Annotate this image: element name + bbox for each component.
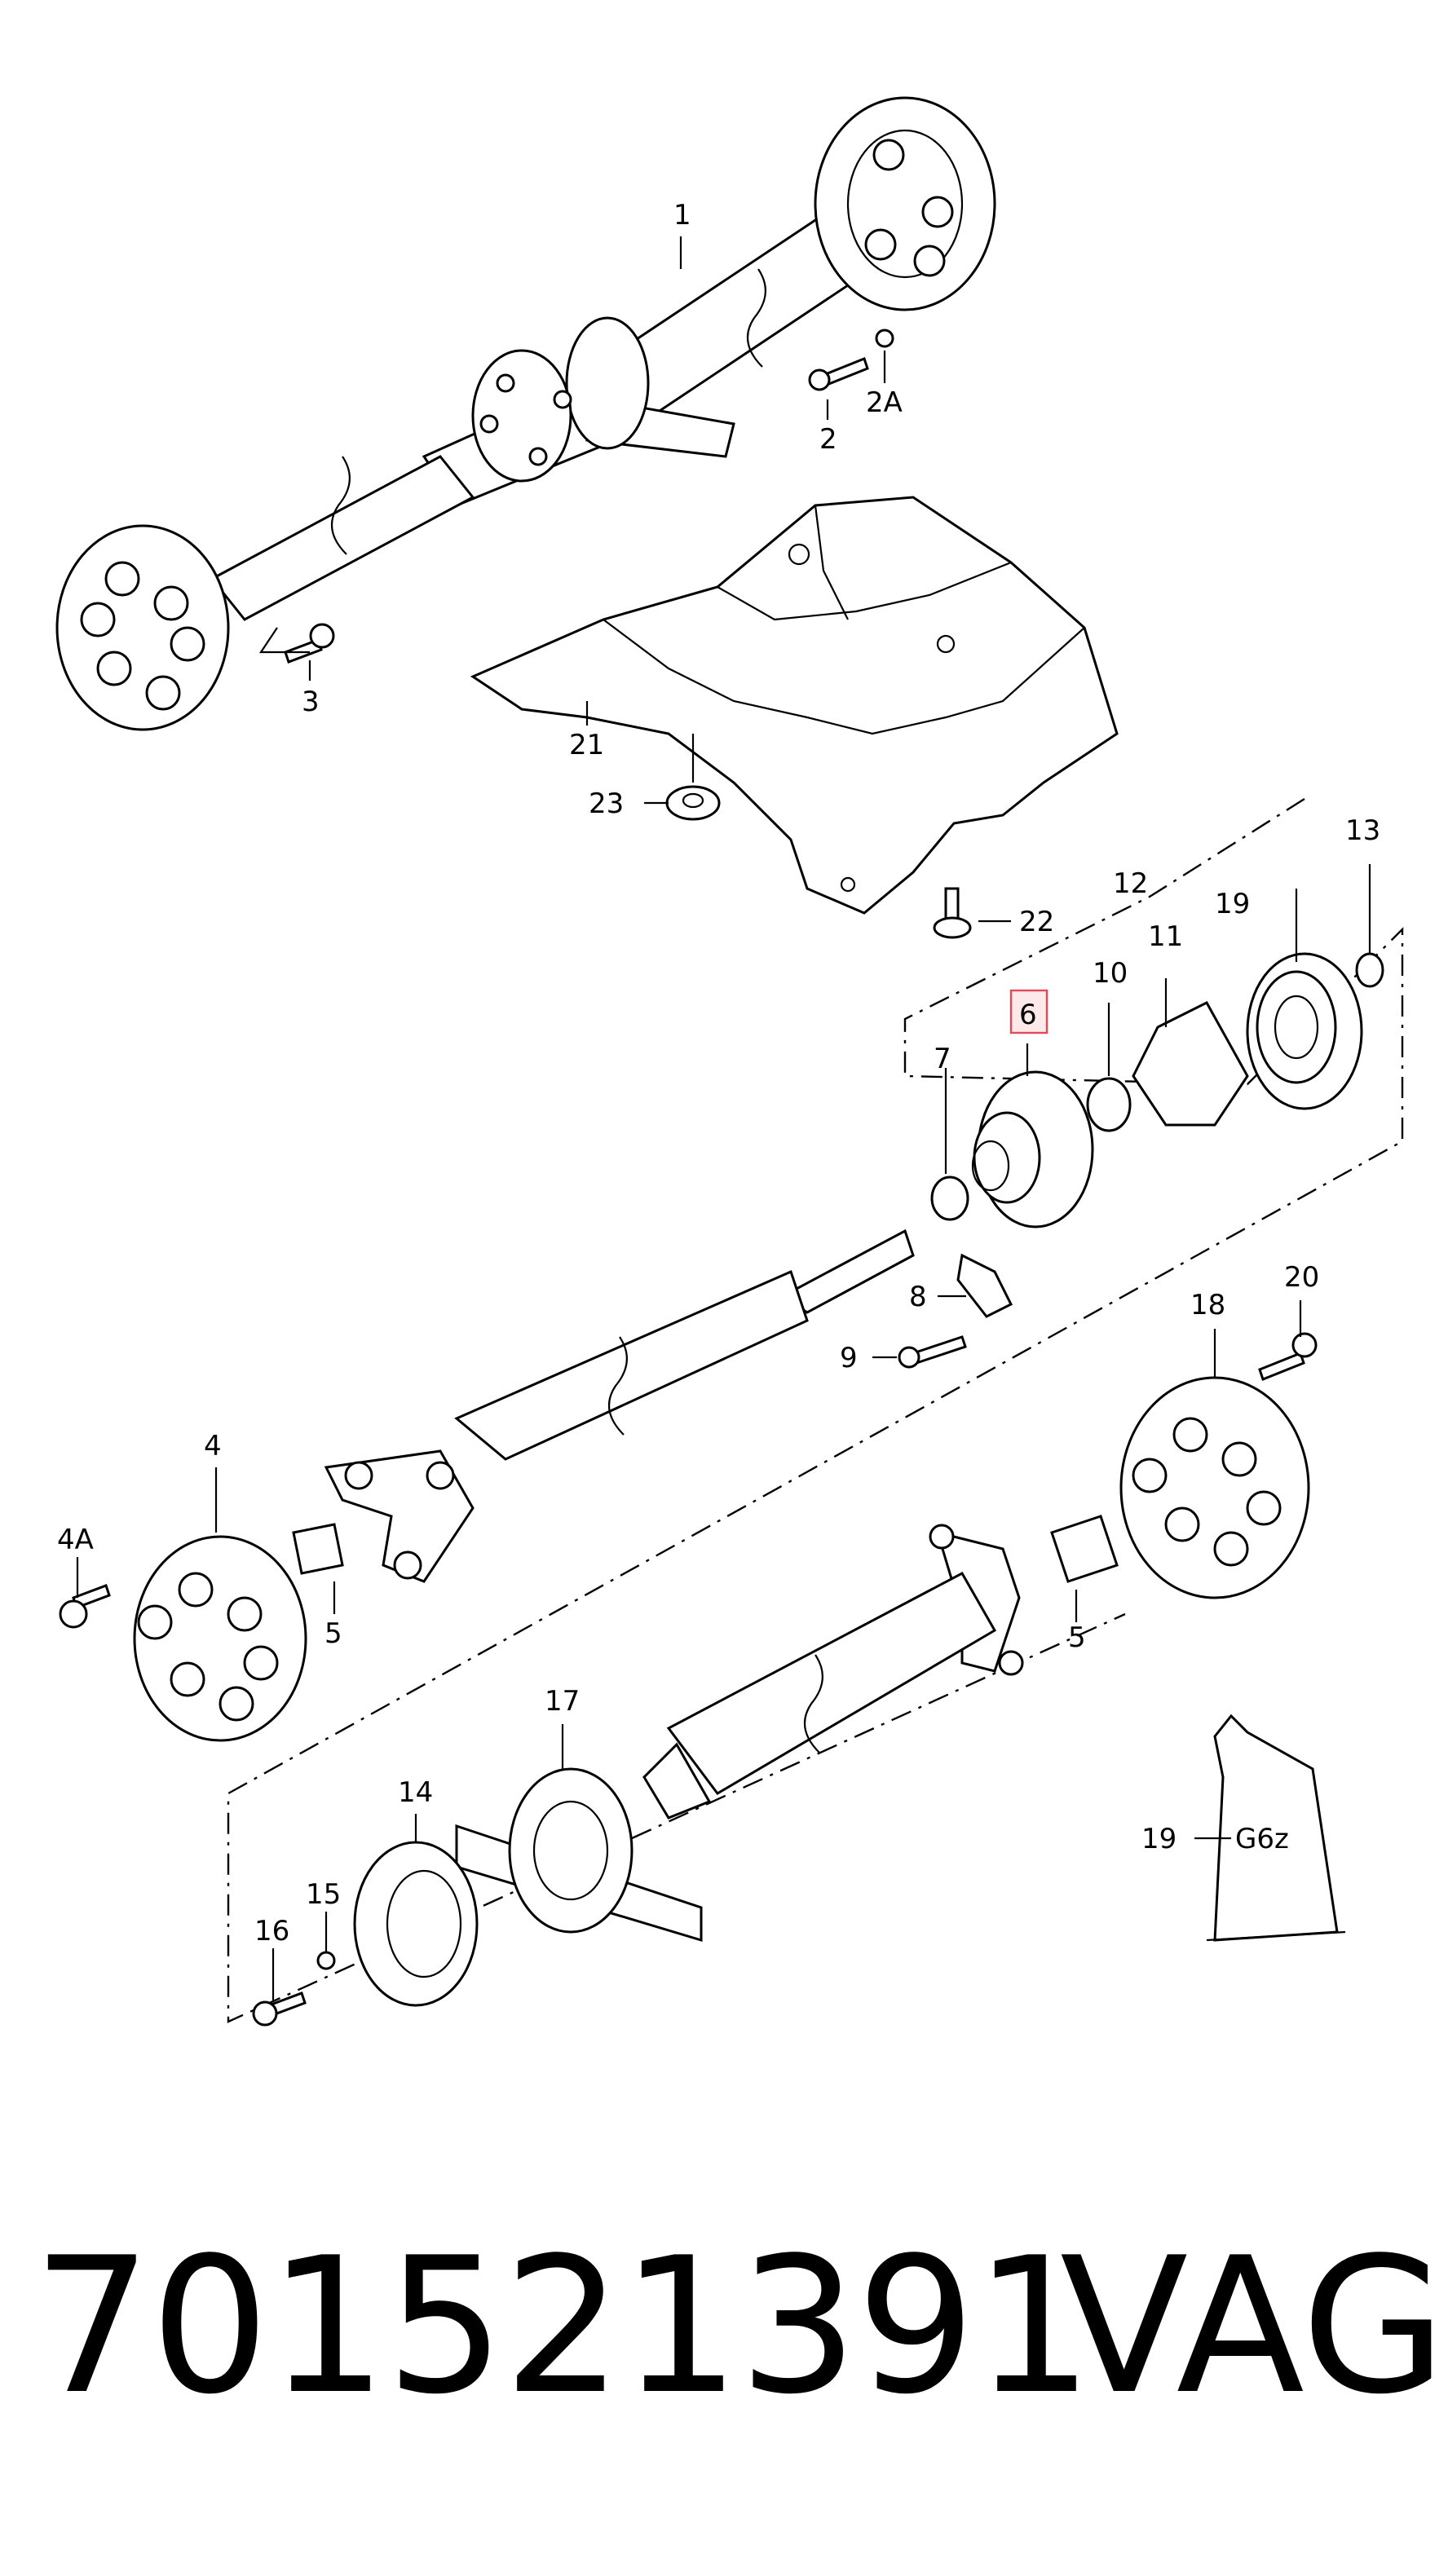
flange-6 (971, 1070, 1094, 1228)
label-19-tube: 19 (1141, 1823, 1176, 1855)
break-mark (330, 456, 351, 555)
label-12: 12 (1113, 867, 1148, 900)
label-3: 3 (302, 686, 320, 718)
nut-23 (665, 785, 721, 821)
centre-bearing-17 (508, 1767, 634, 1934)
shaft-tube-middle (454, 1269, 809, 1461)
bolt-20 (1258, 1332, 1318, 1381)
label-4a: 4A (57, 1524, 94, 1556)
label-10: 10 (1093, 957, 1128, 990)
bearing-19 (1246, 952, 1363, 1110)
splined-stub (780, 1228, 915, 1314)
housing-14 (353, 1841, 479, 2007)
washer-15 (316, 1951, 336, 1970)
shaft-tube-lower-section (666, 1571, 997, 1795)
label-21: 21 (569, 729, 604, 761)
bush-5a (292, 1523, 344, 1575)
label-17: 17 (545, 1685, 580, 1718)
gasket-11 (1132, 1001, 1249, 1127)
brand-name: VAG (1060, 2218, 1447, 2436)
break-mark (746, 268, 766, 368)
lower-shaft (252, 1376, 1310, 2027)
highlight-box-6 (1009, 989, 1048, 1034)
centre-bearing (565, 316, 650, 450)
bolt-3 (284, 623, 335, 664)
exploded-parts-diagram: 1 2 2A 3 21 23 22 12 13 19 11 10 6 7 8 9… (55, 96, 1404, 2027)
upper-propshaft (55, 96, 996, 731)
label-16: 16 (254, 1915, 289, 1947)
circlip-13 (1355, 952, 1384, 988)
bush-5b (1050, 1515, 1119, 1583)
label-14: 14 (398, 1776, 433, 1809)
label-5-front: 5 (324, 1617, 342, 1650)
washer-10 (1086, 1077, 1132, 1132)
label-1: 1 (673, 199, 691, 232)
flex-disc-rear (814, 96, 996, 311)
bolt-9 (898, 1335, 967, 1369)
flex-disc-front (55, 524, 230, 731)
label-22: 22 (1019, 906, 1054, 938)
screw-22 (933, 887, 972, 939)
label-8: 8 (909, 1281, 927, 1313)
splined-end (642, 1742, 712, 1820)
label-23: 23 (589, 787, 624, 820)
label-13: 13 (1345, 814, 1380, 847)
footer-caption: 701521391 VAG (0, 2201, 1448, 2446)
label-2: 2 (819, 423, 837, 456)
ring-7 (930, 1176, 969, 1221)
label-19-bearing: 19 (1215, 888, 1250, 920)
shaft-tube-lower (210, 455, 475, 621)
label-11: 11 (1148, 920, 1183, 953)
diagram-canvas: 1 2 2A 3 21 23 22 12 13 19 11 10 6 7 8 9… (55, 96, 1404, 2027)
label-18: 18 (1190, 1289, 1225, 1321)
label-9: 9 (840, 1342, 858, 1374)
clip-8 (956, 1253, 1013, 1318)
middle-shaft (133, 1228, 915, 1742)
label-20: 20 (1284, 1261, 1319, 1294)
leader-lines (76, 236, 1371, 2001)
label-5-rear: 5 (1068, 1621, 1086, 1654)
exploded-view-frame (227, 797, 1404, 2023)
label-6: 6 (1019, 999, 1037, 1031)
part-number: 701521391 (33, 2218, 1093, 2436)
tube-label-g6z: G6z (1235, 1823, 1289, 1855)
label-15: 15 (306, 1878, 341, 1911)
grease-tube (1206, 1714, 1346, 1942)
grease-tube-body (1213, 1714, 1339, 1942)
washer-2a (875, 329, 894, 348)
bolt-2 (808, 329, 894, 391)
heat-shield (470, 496, 1119, 915)
bolt-4a (59, 1584, 111, 1629)
part-labels: 1 2 2A 3 21 23 22 12 13 19 11 10 6 7 8 9… (57, 199, 1380, 1947)
label-4: 4 (204, 1430, 222, 1462)
heat-shield-body (470, 496, 1119, 915)
label-7: 7 (934, 1043, 951, 1075)
label-2a: 2A (866, 386, 903, 419)
